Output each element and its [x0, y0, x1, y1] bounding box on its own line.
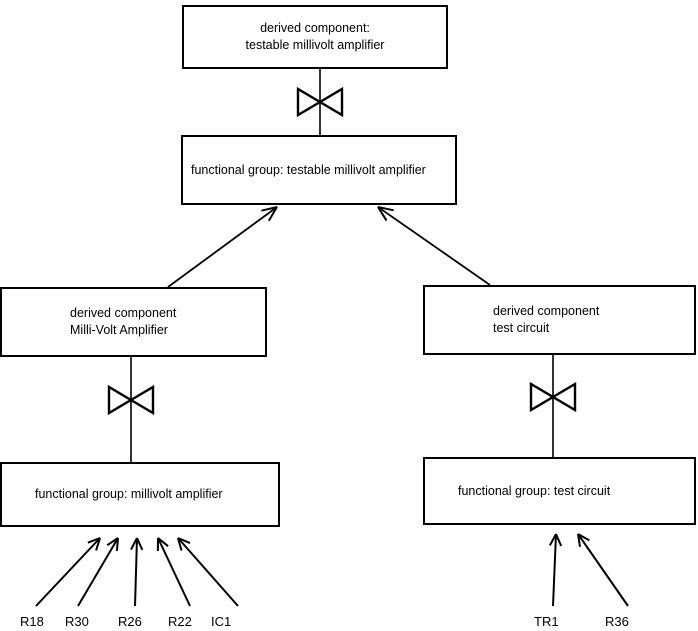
node-text-line: derived component:: [260, 21, 370, 35]
leaf-connector-r22: [157, 537, 191, 607]
bowtie-right-triangle: [128, 384, 155, 416]
arrowhead-icon: [130, 537, 144, 551]
leaf-label-tr1[interactable]: TR1: [534, 614, 559, 629]
bowtie-right-triangle: [550, 381, 577, 413]
arrowhead-barb: [577, 533, 590, 542]
arrowhead-icon: [87, 537, 101, 551]
bowtie-icon: [529, 381, 577, 413]
arrowhead-barb: [555, 533, 563, 547]
arrowhead-barb: [136, 537, 144, 551]
leaf-label-r18[interactable]: R18: [20, 614, 44, 629]
arrowhead-icon: [177, 537, 191, 551]
node-text-block: derived component: testable millivolt amp…: [246, 20, 385, 54]
arrowhead-barb: [377, 206, 388, 222]
node-text-line: Milli-Volt Amplifier: [70, 323, 168, 337]
leaf-label-r36[interactable]: R36: [605, 614, 629, 629]
arrowhead-barb: [130, 537, 138, 550]
node-text-block: functional group: test circuit: [458, 483, 610, 500]
leaf-connector-tr1: [552, 533, 557, 607]
connector-line-conn-right-diagonal: [377, 206, 491, 286]
bowtie-left-triangle: [107, 384, 134, 416]
arrowhead-icon: [377, 206, 394, 222]
leaf-label-r30[interactable]: R30: [65, 614, 89, 629]
leaf-label-r22[interactable]: R22: [168, 614, 192, 629]
arrowhead-barb: [267, 206, 278, 222]
arrowhead-barb: [115, 537, 119, 552]
node-functional-group-millivolt-amplifier[interactable]: functional group: millivolt amplifier: [0, 462, 280, 527]
node-text-block: derived component test circuit: [493, 303, 599, 337]
arrowhead-barb: [87, 537, 101, 544]
node-text-line: derived component: [70, 306, 177, 320]
leaf-connector-r30: [77, 537, 119, 607]
bowtie-icon: [107, 384, 155, 416]
arrowhead-barb: [377, 206, 394, 212]
arrowhead-barb: [548, 533, 557, 546]
leaf-label-ic1[interactable]: IC1: [211, 614, 232, 629]
node-derived-test-circuit[interactable]: derived component test circuit: [423, 285, 696, 355]
arrowhead-barb: [577, 533, 582, 547]
bowtie-left-triangle: [296, 86, 323, 118]
connector-line-conn-left-diagonal: [167, 206, 278, 288]
node-derived-testable-millivolt-amplifier[interactable]: derived component: testable millivolt amp…: [182, 5, 448, 69]
bowtie-right-triangle: [317, 86, 344, 118]
node-text-line: derived component: [493, 304, 600, 318]
leaf-connector-ic1: [177, 537, 239, 607]
node-text-line: functional group: testable millivolt amp…: [191, 162, 426, 177]
leaf-connector-r18: [35, 537, 101, 607]
arrowhead-barb: [177, 537, 191, 544]
node-text-line: functional group: test circuit: [458, 483, 611, 498]
node-functional-group-testable-millivolt-amplifier[interactable]: functional group: testable millivolt amp…: [181, 135, 457, 205]
arrowhead-barb: [157, 537, 169, 547]
arrowhead-icon: [106, 537, 119, 552]
node-text-block: functional group: testable millivolt amp…: [191, 162, 426, 179]
leaf-connector-r36: [577, 533, 629, 607]
node-text-block: functional group: millivolt amplifier: [35, 486, 223, 503]
node-text-line: functional group: millivolt amplifier: [35, 487, 223, 501]
arrowhead-barb: [95, 537, 101, 551]
arrowhead-icon: [548, 533, 563, 547]
arrowhead-barb: [261, 206, 278, 212]
arrowhead-barb: [106, 537, 119, 547]
bowtie-left-triangle: [529, 381, 556, 413]
node-text-line: test circuit: [493, 321, 550, 335]
leaf-label-r26[interactable]: R26: [118, 614, 142, 629]
node-functional-group-test-circuit[interactable]: functional group: test circuit: [423, 457, 696, 525]
node-text-line: testable millivolt amplifier: [245, 38, 385, 52]
leaf-connector-r26: [134, 537, 138, 607]
arrowhead-barb: [177, 537, 183, 551]
bowtie-icon: [296, 86, 344, 118]
arrowhead-icon: [156, 537, 169, 552]
arrowhead-icon: [577, 533, 590, 547]
arrowhead-icon: [261, 206, 278, 222]
